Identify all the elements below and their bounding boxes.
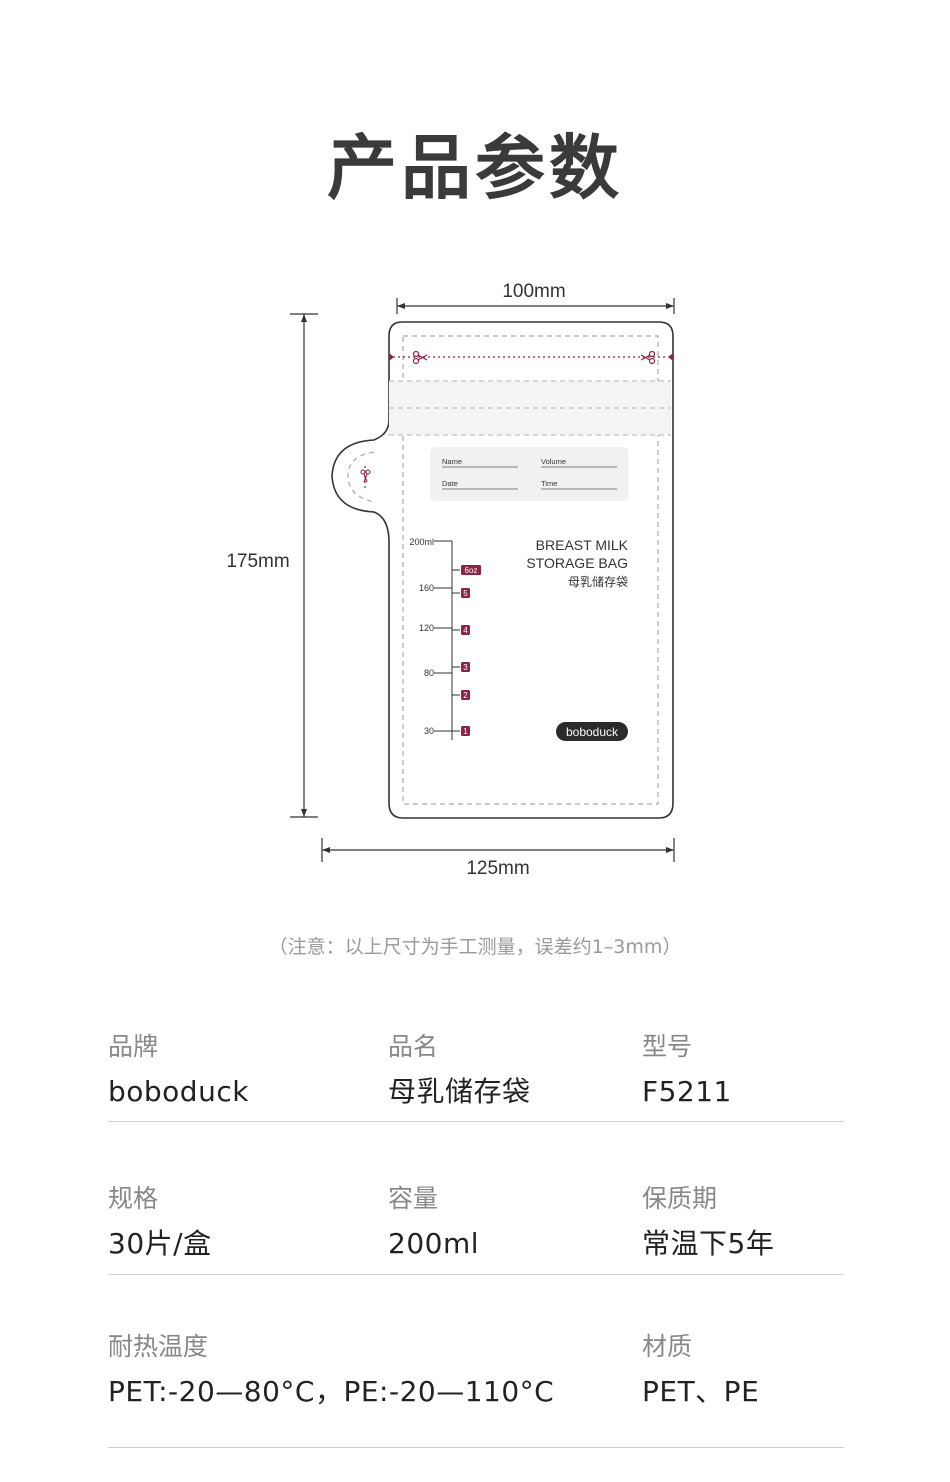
spec-heat-resistance: 耐热温度 PET:-20—80°C，PE:-20—110°C [108, 1330, 554, 1412]
scale-ml-200: 200ml [409, 537, 434, 547]
spout-seal [347, 451, 375, 503]
spec-row: 品牌 boboduck 品名 母乳储存袋 型号 F5211 [108, 1022, 844, 1122]
scale-oz-tag [461, 690, 470, 700]
scale-oz-3: 3 [463, 663, 468, 672]
spec-value: boboduck [108, 1075, 249, 1108]
brand-badge-text: boboduck [566, 725, 619, 739]
spec-label: 保质期 [642, 1184, 718, 1213]
zipper-band [389, 381, 671, 435]
field-name: Name [442, 457, 462, 466]
spec-label: 型号 [642, 1032, 693, 1061]
bottom-width-dimension [321, 838, 675, 862]
bag-title-line2: STORAGE BAG [526, 555, 628, 571]
spec-product-name: 品名 母乳储存袋 [388, 1030, 531, 1112]
spec-shelf-life: 保质期 常温下5年 [642, 1182, 774, 1264]
scale-ml-80: 80 [424, 668, 434, 678]
bag-outline [331, 321, 674, 819]
scale-oz-tag [461, 662, 470, 672]
scale-oz-1: 1 [463, 727, 468, 736]
scale-oz-5: 5 [463, 589, 468, 598]
field-time: Time [541, 479, 557, 488]
top-width-label: 100mm [502, 281, 565, 302]
spec-capacity: 容量 200ml [388, 1182, 479, 1264]
measurement-note: （注意：以上尺寸为手工测量，误差约1–3mm） [268, 936, 682, 958]
bag-title-line1: BREAST MILK [536, 537, 629, 553]
field-volume: Volume [541, 457, 566, 466]
scale-oz-tag [461, 588, 470, 598]
top-width-dimension [396, 298, 675, 314]
scale-ml-120: 120 [419, 623, 434, 633]
spec-value: 常温下5年 [642, 1227, 775, 1260]
field-date: Date [442, 479, 458, 488]
spec-label: 规格 [108, 1184, 159, 1213]
scale-oz-6: 6oz [465, 566, 478, 575]
spec-row: 耐热温度 PET:-20—80°C，PE:-20—110°C 材质 PET、PE [108, 1275, 844, 1448]
scale-oz-4: 4 [463, 626, 468, 635]
bag-inner-seal [402, 335, 659, 805]
spec-label: 耐热温度 [108, 1332, 209, 1361]
bag-title-cn: 母乳储存袋 [568, 574, 628, 589]
scale-oz-2: 2 [463, 691, 468, 700]
spec-brand: 品牌 boboduck [108, 1030, 249, 1112]
spec-label: 材质 [642, 1332, 693, 1361]
scissors-icon [412, 350, 428, 365]
spec-material: 材质 PET、PE [642, 1330, 759, 1412]
spec-row: 规格 30片/盒 容量 200ml 保质期 常温下5年 [108, 1122, 844, 1275]
scale-oz-tag [461, 726, 470, 736]
page-title: 产品参数 [327, 127, 623, 209]
spec-value: PET:-20—80°C，PE:-20—110°C [108, 1375, 555, 1408]
scale-oz-tag [461, 625, 470, 635]
spec-pack: 规格 30片/盒 [108, 1182, 212, 1264]
height-dimension [290, 313, 318, 818]
volume-scale [434, 540, 460, 740]
spec-value: PET、PE [642, 1375, 760, 1408]
scale-oz-tag [461, 565, 481, 575]
spec-value: 30片/盒 [108, 1227, 212, 1260]
brand-badge [556, 722, 628, 741]
scissors-icon [360, 469, 371, 483]
write-on-label [430, 447, 628, 501]
scissors-icon [640, 350, 656, 365]
spec-label: 品名 [388, 1032, 439, 1061]
spec-value: F5211 [642, 1075, 732, 1108]
spec-table: 品牌 boboduck 品名 母乳储存袋 型号 F5211 规格 30片/盒 容… [108, 1022, 844, 1448]
spec-value: 母乳储存袋 [388, 1075, 531, 1108]
spec-label: 容量 [388, 1184, 439, 1213]
scale-ml-160: 160 [419, 583, 434, 593]
scale-ml-30: 30 [424, 726, 434, 736]
height-label: 175mm [226, 551, 289, 572]
spec-label: 品牌 [108, 1032, 159, 1061]
spec-value: 200ml [388, 1227, 479, 1260]
spec-model: 型号 F5211 [642, 1030, 732, 1112]
bag-dimension-diagram: 100mm 175mm 125mm [226, 281, 675, 879]
bottom-width-label: 125mm [466, 858, 529, 879]
